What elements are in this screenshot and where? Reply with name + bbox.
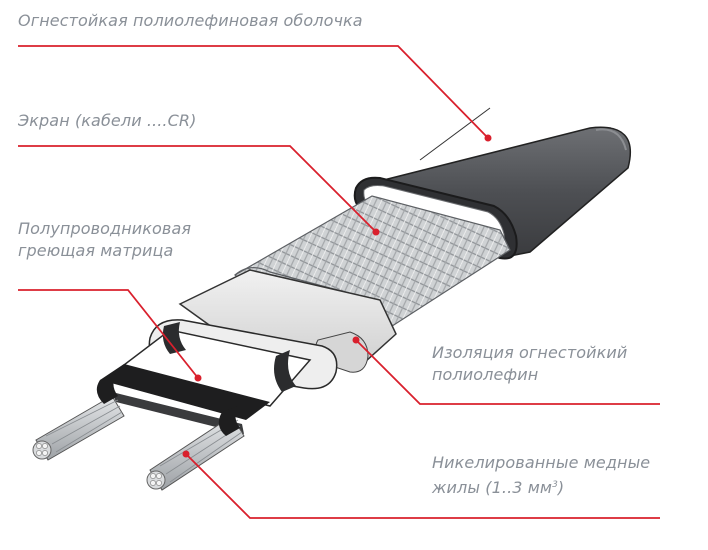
label-insulation: Изоляция огнестойкий полиолефин	[432, 342, 627, 386]
leader-cores-dot	[182, 450, 190, 458]
leader-matrix-dot	[194, 374, 202, 382]
leader-cores	[185, 453, 660, 519]
label-insulation-line2: полиолефин	[432, 365, 539, 384]
label-cores-line2-end: )	[557, 478, 565, 497]
label-screen: Экран (кабели ....CR)	[18, 110, 196, 132]
heating-matrix	[100, 322, 312, 434]
label-insulation-line1: Изоляция огнестойкий	[432, 343, 628, 362]
leader-sheath	[18, 45, 489, 139]
conductor-wires	[32, 374, 245, 491]
label-cores: Никелированные медные жилы (1..3 мм3)	[432, 452, 650, 499]
label-sheath-text: Огнестойкая полиолефиновая оболочка	[18, 11, 363, 30]
label-screen-text: Экран (кабели ....CR)	[18, 111, 197, 130]
label-matrix-line2: греющая матрица	[18, 241, 174, 260]
leader-lines	[18, 45, 660, 519]
leader-sheath-dot	[484, 134, 492, 142]
leader-insulation-dot	[352, 336, 360, 344]
leader-screen	[18, 145, 377, 233]
label-cores-line2-main: жилы (1..3 мм	[432, 478, 553, 497]
label-cores-superscript: 3	[552, 480, 558, 490]
leader-matrix	[18, 289, 199, 379]
label-sheath: Огнестойкая полиолефиновая оболочка	[18, 10, 363, 32]
label-cores-line2: жилы (1..3 мм3)	[432, 474, 650, 499]
label-matrix: Полупроводниковая греющая матрица	[18, 218, 191, 262]
leader-screen-dot	[372, 228, 380, 236]
label-matrix-line1: Полупроводниковая	[18, 219, 192, 238]
leader-insulation	[355, 339, 660, 405]
label-cores-line1: Никелированные медные	[432, 453, 651, 472]
